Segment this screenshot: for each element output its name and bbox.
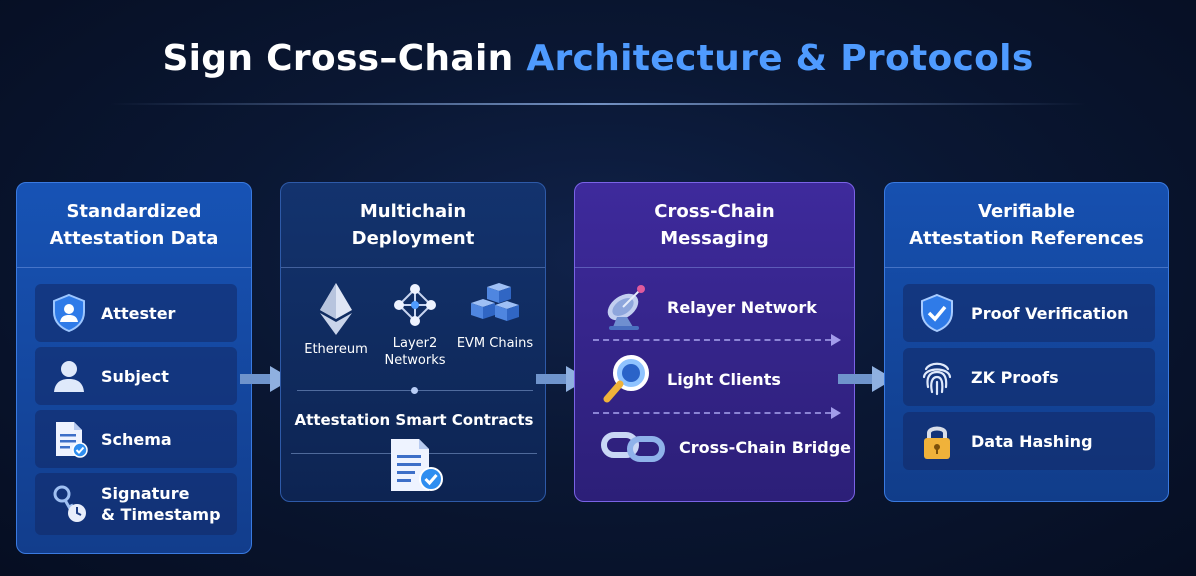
item-attester: Attester [35, 284, 237, 342]
item-label: Light Clients [667, 369, 781, 389]
item-data-hashing: Data Hashing [903, 412, 1155, 470]
magnifier-icon [603, 355, 649, 403]
item-relayer-network: Relayer Network [601, 283, 817, 331]
column-header: Multichain Deployment [281, 183, 545, 268]
smart-contract-icon [391, 439, 443, 491]
message-flow-arrowhead [831, 334, 841, 346]
column-verifiable-references: Verifiable Attestation References Proof … [884, 182, 1169, 502]
column-attestation-data: Standardized Attestation Data Attester S… [16, 182, 252, 554]
column-title-line1: Multichain [359, 201, 467, 222]
column-title-line2: Attestation Data [49, 228, 219, 249]
message-flow-line [593, 339, 831, 341]
item-label-line1: Signature [101, 484, 190, 503]
item-label: Schema [101, 429, 172, 449]
column-title-line1: Verifiable [978, 201, 1075, 222]
cubes-icon [471, 283, 519, 321]
item-label: Data Hashing [971, 431, 1093, 451]
item-label: Signature & Timestamp [101, 483, 221, 525]
column-header: Verifiable Attestation References [885, 183, 1168, 268]
column-title-line1: Standardized [66, 201, 202, 222]
contracts-label: Attestation Smart Contracts [294, 411, 534, 429]
column-multichain: Multichain Deployment Ethereum Layer2 Ne… [280, 182, 546, 502]
chain-label-line1: Layer2 [392, 336, 438, 351]
shield-user-icon [53, 293, 85, 333]
chain-label: Layer2 Networks [384, 336, 445, 368]
divider-dot [411, 387, 418, 394]
document-icon [56, 422, 88, 458]
item-signature-timestamp: Signature & Timestamp [35, 473, 237, 535]
item-light-clients: Light Clients [601, 353, 781, 405]
item-label: Proof Verification [971, 303, 1129, 323]
page-title-accent: Architecture & Protocols [526, 38, 1034, 79]
item-schema: Schema [35, 410, 237, 468]
item-label: Relayer Network [667, 297, 817, 317]
item-label: Subject [101, 366, 169, 386]
column-title-line2: Messaging [660, 228, 769, 249]
column-title-line2: Deployment [351, 228, 475, 249]
page-title: Sign Cross–Chain Architecture & Protocol… [0, 38, 1196, 79]
shield-check-icon [921, 293, 953, 333]
fingerprint-icon [922, 362, 952, 396]
item-proof-verification: Proof Verification [903, 284, 1155, 342]
chain-label: Ethereum [304, 342, 368, 357]
user-icon [54, 361, 84, 392]
column-title-line2: Attestation References [909, 228, 1144, 249]
column-header: Standardized Attestation Data [17, 183, 251, 268]
column-header: Cross-Chain Messaging [575, 183, 854, 268]
chain-link-icon [601, 432, 665, 462]
message-flow-line [593, 412, 831, 414]
chain-evm: EVM Chains [453, 283, 537, 352]
key-clock-icon [53, 485, 86, 522]
item-cross-chain-bridge: Cross-Chain Bridge [601, 427, 851, 467]
column-messaging: Cross-Chain Messaging Relayer Network Li… [574, 182, 855, 502]
chain-ethereum: Ethereum [299, 283, 373, 358]
message-flow-arrowhead [831, 407, 841, 419]
chain-label-line2: Networks [384, 353, 446, 368]
lock-icon [924, 426, 950, 459]
network-icon [394, 284, 436, 326]
item-label: Attester [101, 303, 176, 323]
page-title-main: Sign Cross–Chain [162, 38, 527, 79]
chain-label: EVM Chains [456, 336, 534, 351]
title-divider [110, 103, 1086, 105]
item-label: ZK Proofs [971, 367, 1059, 387]
item-subject: Subject [35, 347, 237, 405]
satellite-dish-icon [607, 285, 645, 330]
column-title-line1: Cross-Chain [654, 201, 775, 222]
item-label-line2: & Timestamp [101, 505, 221, 524]
flow-arrow-icon [838, 366, 894, 392]
chain-layer2: Layer2 Networks [379, 283, 451, 369]
item-label: Cross-Chain Bridge [679, 437, 852, 457]
ethereum-icon [320, 283, 352, 335]
item-zk-proofs: ZK Proofs [903, 348, 1155, 406]
